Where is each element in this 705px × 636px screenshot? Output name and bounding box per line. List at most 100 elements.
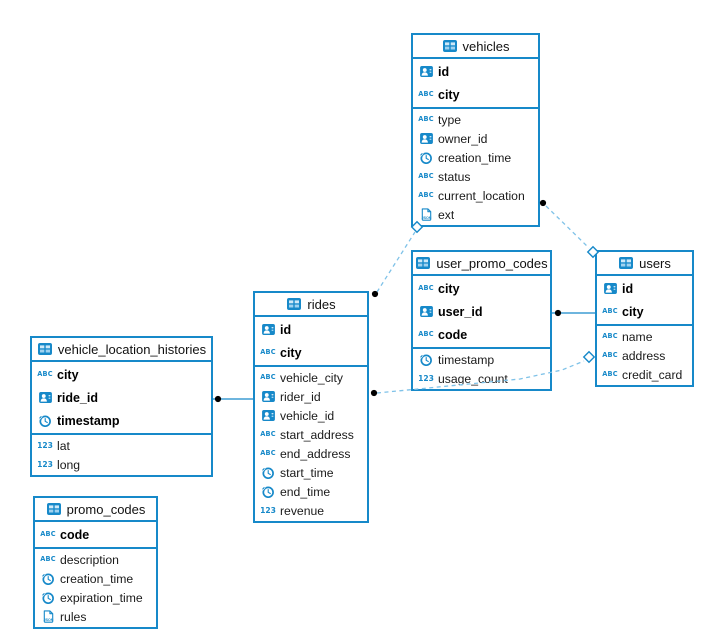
column-row-end_time: end_time	[255, 482, 367, 501]
column-row-current_location: ABC current_location	[413, 186, 538, 205]
primary-key-section: id ABC city	[413, 59, 538, 107]
table-header: user_promo_codes	[413, 252, 550, 276]
column-name: expiration_time	[60, 590, 143, 605]
column-row-rules: JSON rules	[35, 607, 156, 626]
timestamp-type-icon	[40, 591, 56, 604]
column-row-user_id: user_id	[413, 300, 550, 323]
column-row-vehicle_id: vehicle_id	[255, 406, 367, 425]
column-name: ride_id	[57, 390, 98, 405]
table-icon	[442, 40, 458, 52]
id-type-icon	[37, 392, 53, 403]
table-icon	[46, 503, 62, 515]
table-users[interactable]: users id ABC city ABC name ABC address A…	[595, 250, 694, 387]
column-row-timestamp: timestamp	[413, 350, 550, 369]
column-name: address	[622, 348, 666, 363]
column-name: creation_time	[438, 150, 512, 165]
column-row-start_address: ABC start_address	[255, 425, 367, 444]
svg-text:JSON: JSON	[422, 216, 432, 220]
string-type-icon: ABC	[260, 430, 276, 439]
column-row-creation_time: creation_time	[413, 148, 538, 167]
table-icon	[618, 257, 634, 269]
column-name: city	[622, 304, 644, 319]
column-name: credit_card	[622, 367, 683, 382]
number-type-icon: 123	[37, 459, 53, 469]
column-name: name	[622, 329, 653, 344]
id-type-icon	[418, 306, 434, 317]
table-header: vehicle_location_histories	[32, 338, 211, 362]
column-row-lat: 123 lat	[32, 436, 211, 455]
column-name: end_time	[280, 484, 331, 499]
column-name: rules	[60, 609, 87, 624]
column-name: user_id	[438, 304, 483, 319]
table-name: rides	[307, 296, 336, 312]
table-vehicles[interactable]: vehicles id ABC city ABC type owner_id c…	[411, 33, 540, 227]
column-row-ext: JSON ext	[413, 205, 538, 224]
column-row-id: id	[413, 60, 538, 83]
column-row-status: ABC status	[413, 167, 538, 186]
primary-key-section: ABC city ride_id timestamp	[32, 362, 211, 433]
id-type-icon	[260, 391, 276, 402]
column-name: id	[622, 281, 634, 296]
column-name: creation_time	[60, 571, 134, 586]
column-name: revenue	[280, 503, 325, 518]
number-type-icon: 123	[418, 373, 434, 383]
column-name: timestamp	[438, 352, 495, 367]
column-row-type: ABC type	[413, 110, 538, 129]
column-name: rider_id	[280, 389, 321, 404]
column-row-name: ABC name	[597, 327, 692, 346]
column-name: lat	[57, 438, 70, 453]
column-name: owner_id	[438, 131, 488, 146]
column-name: city	[438, 281, 460, 296]
string-type-icon: ABC	[602, 332, 618, 341]
string-type-icon: ABC	[418, 172, 434, 181]
id-type-icon	[260, 410, 276, 421]
table-user_promo_codes[interactable]: user_promo_codes ABC city user_id ABC co…	[411, 250, 552, 391]
string-type-icon: ABC	[418, 90, 434, 99]
column-row-city: ABC city	[255, 341, 367, 364]
column-name: ext	[438, 207, 455, 222]
string-type-icon: ABC	[602, 370, 618, 379]
column-row-revenue: 123 revenue	[255, 501, 367, 520]
table-name: vehicles	[462, 38, 510, 54]
column-name: start_address	[280, 427, 354, 442]
column-row-description: ABC description	[35, 550, 156, 569]
table-vehicle_location_histories[interactable]: vehicle_location_histories ABC city ride…	[30, 336, 213, 477]
timestamp-type-icon	[260, 485, 276, 498]
string-type-icon: ABC	[40, 530, 56, 539]
timestamp-type-icon	[418, 151, 434, 164]
column-row-city: ABC city	[413, 83, 538, 106]
string-type-icon: ABC	[260, 373, 276, 382]
table-icon	[415, 257, 431, 269]
column-name: timestamp	[57, 413, 120, 428]
columns-section: ABC description creation_time expiration…	[35, 547, 156, 627]
string-type-icon: ABC	[260, 348, 276, 357]
id-type-icon	[418, 133, 434, 144]
column-row-id: id	[255, 318, 367, 341]
column-row-ride_id: ride_id	[32, 386, 211, 409]
table-icon	[37, 343, 53, 355]
column-name: type	[438, 112, 462, 127]
column-row-usage_count: 123 usage_count	[413, 369, 550, 388]
column-row-city: ABC city	[597, 300, 692, 323]
table-rides[interactable]: rides id ABC city ABC vehicle_city rider…	[253, 291, 369, 523]
column-name: city	[438, 87, 460, 102]
column-name: vehicle_city	[280, 370, 343, 385]
column-name: city	[57, 367, 79, 382]
table-name: users	[639, 255, 671, 271]
string-type-icon: ABC	[418, 191, 434, 200]
table-promo_codes[interactable]: promo_codes ABC code ABC description cre…	[33, 496, 158, 629]
column-name: status	[438, 169, 471, 184]
string-type-icon: ABC	[37, 370, 53, 379]
column-name: start_time	[280, 465, 334, 480]
primary-key-section: ABC city user_id ABC code	[413, 276, 550, 347]
string-type-icon: ABC	[418, 284, 434, 293]
column-row-credit_card: ABC credit_card	[597, 365, 692, 384]
json-type-icon: JSON	[418, 208, 434, 221]
column-row-rider_id: rider_id	[255, 387, 367, 406]
primary-key-section: id ABC city	[597, 276, 692, 324]
table-name: user_promo_codes	[436, 255, 548, 271]
column-row-city: ABC city	[413, 277, 550, 300]
column-row-end_address: ABC end_address	[255, 444, 367, 463]
